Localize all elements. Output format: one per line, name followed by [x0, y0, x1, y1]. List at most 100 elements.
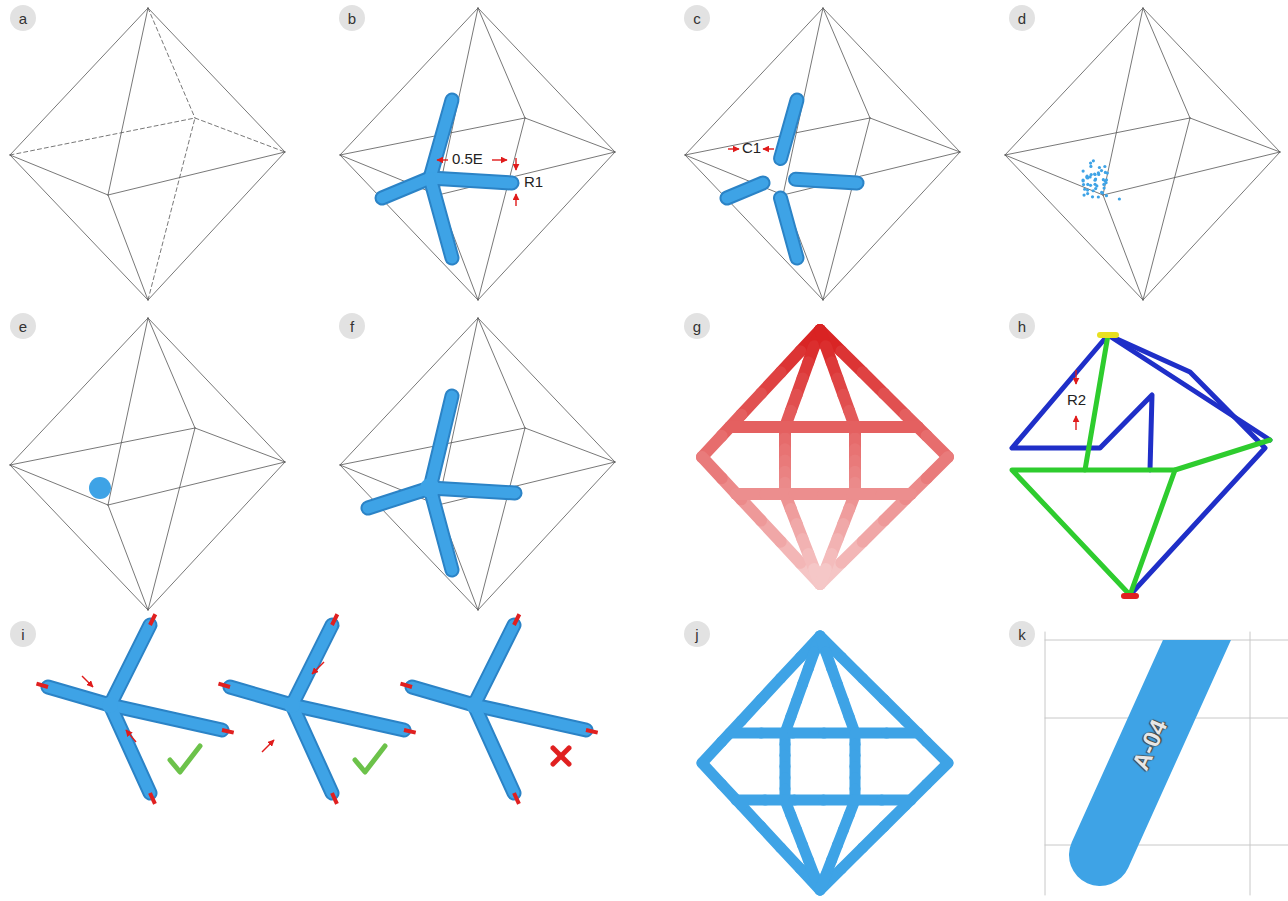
- octahedron-edge: [108, 8, 148, 195]
- octahedron-hidden-edge: [10, 428, 195, 465]
- sample-point: [1089, 184, 1092, 187]
- strut: [292, 625, 332, 705]
- strut: [430, 100, 452, 178]
- strut: [430, 488, 515, 493]
- octahedron-hidden-edge: [10, 118, 195, 155]
- octahedron-hidden-edge: [525, 428, 615, 462]
- sample-point: [1083, 188, 1086, 191]
- octahedron-hidden-edge: [1143, 118, 1190, 300]
- lattice-strut: [702, 763, 722, 784]
- sample-point: [1082, 170, 1085, 173]
- panel-letter: i: [21, 627, 24, 642]
- panel-letter: d: [1018, 11, 1026, 26]
- joint-sphere: [420, 478, 440, 498]
- octahedron-edge: [148, 318, 285, 462]
- octahedron-hidden-edge: [478, 118, 525, 300]
- sample-point: [1085, 176, 1088, 179]
- grid-line: [1250, 632, 1251, 895]
- sample-point: [1082, 183, 1085, 186]
- octahedron-edge: [108, 318, 148, 505]
- panel-letter: k: [1018, 627, 1026, 642]
- panel-letter: h: [1018, 319, 1026, 334]
- lattice-strut: [927, 457, 948, 478]
- sample-point: [1104, 171, 1107, 174]
- strut: [292, 705, 404, 730]
- panel-letter: f: [350, 319, 354, 334]
- sample-point: [1103, 165, 1106, 168]
- strut: [110, 705, 150, 793]
- lattice-strut: [887, 421, 918, 433]
- figure-group: [10, 8, 1288, 895]
- dimension-label: R2: [1067, 392, 1086, 409]
- strut: [430, 178, 512, 183]
- joint-sphere: [466, 697, 482, 713]
- strut: [412, 687, 474, 705]
- red-arrow: [515, 158, 516, 170]
- red-arrow: [1075, 416, 1076, 430]
- wire-end: [1124, 593, 1136, 599]
- strut: [110, 705, 222, 730]
- strut: [430, 488, 452, 570]
- octahedron-edge: [478, 152, 615, 300]
- strut-tip: [222, 730, 234, 733]
- strut-closeup: [1100, 640, 1215, 855]
- sample-point: [1089, 165, 1092, 168]
- octahedron-edge: [108, 462, 285, 505]
- lattice-strut: [882, 488, 911, 500]
- panel-badge: e: [10, 313, 36, 339]
- octahedron-edge: [108, 195, 148, 300]
- strut-outline: [781, 198, 798, 258]
- strut-tip: [332, 793, 337, 804]
- octahedron-hidden-edge: [148, 428, 195, 610]
- strut-tip: [514, 793, 519, 804]
- cross-mark: [553, 748, 569, 764]
- strut-outline: [430, 100, 452, 178]
- lattice-strut: [887, 728, 918, 739]
- panel-letter: a: [19, 11, 27, 26]
- sample-point: [1100, 191, 1103, 194]
- strut-outline: [110, 625, 150, 705]
- sample-point: [1093, 172, 1096, 175]
- strut: [796, 179, 858, 183]
- panel-letter: b: [348, 11, 356, 26]
- panel-badge: j: [684, 621, 710, 647]
- dimension-label: 0.5E: [452, 151, 483, 168]
- strut-tip: [150, 614, 155, 625]
- octahedron-edge: [823, 8, 960, 152]
- sample-point: [1090, 173, 1093, 176]
- panel-badge: d: [1009, 5, 1035, 31]
- red-arrow: [1075, 370, 1076, 384]
- sample-point: [1082, 193, 1085, 196]
- strut-tip: [150, 793, 155, 804]
- strut: [292, 705, 332, 793]
- octahedron-edge: [340, 8, 478, 155]
- panel-letter: c: [693, 11, 701, 26]
- cross-mark: [553, 748, 569, 764]
- strut-outline: [430, 396, 452, 488]
- octahedron-edge: [148, 8, 285, 152]
- panel-badge: f: [339, 313, 365, 339]
- red-arrow: [763, 148, 774, 149]
- octahedron-edge: [10, 465, 148, 610]
- wire-loop: [1012, 335, 1152, 470]
- sample-point: [1092, 159, 1095, 162]
- octahedron-hidden-edge: [478, 428, 525, 610]
- wire-loop: [1108, 335, 1270, 440]
- octahedron-edge: [685, 8, 823, 155]
- strut-tip: [400, 684, 412, 687]
- octahedron-edge: [10, 318, 148, 465]
- panel-letter: g: [693, 319, 701, 334]
- octahedron-edge: [108, 505, 148, 610]
- strut: [430, 178, 452, 258]
- sample-point: [1105, 178, 1108, 181]
- sample-point: [1091, 195, 1094, 198]
- octahedron-hidden-edge: [195, 428, 285, 462]
- strut-outline: [430, 178, 452, 258]
- octahedron-hidden-edge: [148, 8, 195, 118]
- red-arrow: [262, 740, 274, 752]
- strut: [230, 687, 292, 705]
- panel-letter: j: [695, 627, 698, 642]
- octahedron-edge: [1005, 155, 1143, 300]
- strut-tip: [218, 684, 230, 687]
